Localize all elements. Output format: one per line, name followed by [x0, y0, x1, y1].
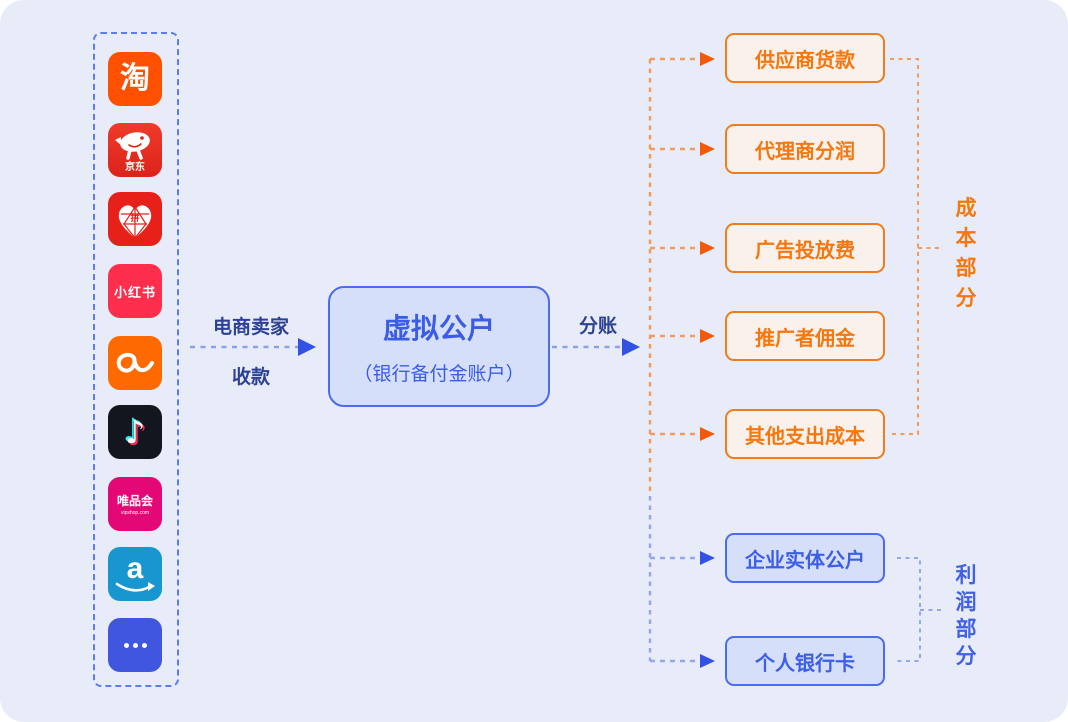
profit-group-label: 利润部分 — [955, 564, 977, 668]
ellipsis-dots — [123, 642, 147, 648]
cost-box-supplier-payment: 供应商货款 — [725, 33, 885, 83]
platform-group-frame — [93, 32, 179, 687]
more-platforms-icon — [108, 618, 162, 672]
taobao-logo-text: 淘 — [120, 62, 150, 95]
amazon-a-letter: a — [126, 551, 144, 585]
split-label: 分账 — [578, 316, 617, 337]
alibaba-logo — [116, 352, 154, 373]
xiaohongshu-logo-text: 小红书 — [113, 284, 156, 300]
profit-box-corporate-account: 企业实体公户 — [725, 533, 885, 583]
douyin-note-glyph: ♪ — [124, 413, 146, 451]
pinduoduo-heart-logo: 拼 — [118, 205, 152, 239]
virtual-account-box: 虚拟公户 （银行备付金账户） — [328, 286, 550, 407]
jd-dog-logo — [115, 131, 150, 160]
collect-label-line1: 电商卖家 — [212, 317, 289, 338]
cost-group-label: 成本部分 — [955, 197, 977, 310]
virtual-account-title: 虚拟公户 — [382, 313, 495, 344]
taobao-icon: 淘 — [108, 52, 162, 106]
pinduoduo-logo-text: 拼 — [130, 212, 139, 223]
profit-box-personal-bank-card: 个人银行卡 — [725, 636, 885, 686]
cost-box-agent-profit-share: 代理商分润 — [725, 124, 885, 174]
alibaba-icon — [108, 336, 162, 390]
douyin-note-glyph-cyan: ♪ — [122, 411, 144, 449]
douyin-note-glyph-red: ♪ — [126, 415, 148, 453]
pinduoduo-icon: 拼 — [108, 192, 162, 246]
amazon-icon: a — [108, 547, 162, 601]
douyin-icon: ♪ ♪ ♪ — [108, 405, 162, 459]
cost-box-ad-spend: 广告投放费 — [725, 223, 885, 273]
vipshop-domain-text: vipshop.com — [120, 510, 150, 516]
jd-icon: 京东 — [108, 123, 162, 177]
collect-label-line2: 收款 — [231, 367, 270, 388]
amazon-smile-arrow — [115, 581, 155, 592]
jd-logo-text: 京东 — [125, 161, 145, 173]
cost-box-promoter-commission: 推广者佣金 — [725, 311, 885, 361]
cost-box-other-expenses: 其他支出成本 — [725, 409, 885, 459]
vipshop-logo-text: 唯品会 — [116, 494, 153, 508]
virtual-account-subtitle: （银行备付金账户） — [353, 364, 525, 385]
xiaohongshu-icon: 小红书 — [108, 264, 162, 318]
vipshop-icon: 唯品会 vipshop.com — [108, 477, 162, 531]
